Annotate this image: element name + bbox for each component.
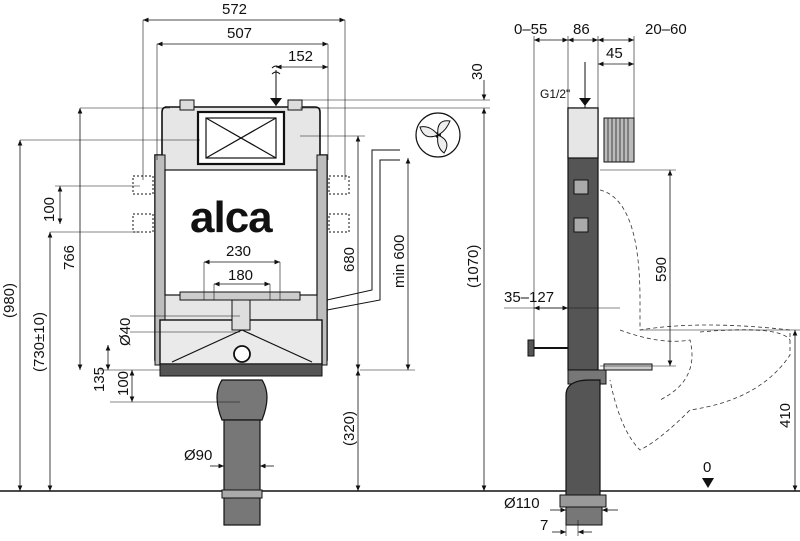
dim-top-30: 30 [469,63,486,80]
drain-elbow [216,379,268,421]
side-drain [565,379,601,501]
anchor-holes-left [132,175,154,233]
dim-d90: Ø90 [184,447,212,464]
floor-zero-marker [702,478,714,488]
dim-7: 7 [540,517,548,534]
dim-35-127: 35–127 [504,289,554,306]
dim-590: 590 [653,257,670,282]
drain-pipe [223,419,261,526]
dim-total-width: 572 [222,1,247,18]
dim-980: (980) [1,283,18,318]
anchor-holes-right [328,175,350,233]
dim-680: 680 [341,247,358,272]
flush-pipe [326,149,400,311]
dim-20-60: 20–60 [645,21,687,38]
hook-left [179,99,195,111]
dim-d40: Ø40 [117,318,134,346]
dim-135: 135 [91,367,108,392]
dim-180: 180 [228,267,253,284]
dim-320: (320) [341,411,358,446]
brand-logo: alca [190,193,273,242]
dim-766: 766 [61,245,78,270]
dim-45: 45 [606,45,623,62]
ribbed-duct [603,117,635,163]
dim-d110: Ø110 [504,495,540,512]
dim-frame-width: 507 [227,25,252,42]
dim-730: (730±10) [31,312,48,372]
side-view: 0–55 86 20–60 45 G1/2" 590 35–127 410 0 … [504,21,800,536]
hook-right [287,99,303,111]
dim-230: 230 [226,243,251,260]
dim-offset-152: 152 [288,48,313,65]
dim-spacing-100: 100 [41,197,58,222]
dim-100b: 100 [115,371,132,396]
wc-bowl-outline [599,189,791,451]
dim-86: 86 [573,21,590,38]
front-view: alca 572 507 152 [1,1,490,526]
fan-icon [415,112,461,158]
dim-zero: 0 [703,459,711,476]
dim-0-55: 0–55 [514,21,547,38]
thread-label: G1/2" [540,87,570,101]
dim-min600: min 600 [391,235,408,288]
dim-1070: (1070) [465,245,482,288]
dim-410: 410 [777,403,794,428]
